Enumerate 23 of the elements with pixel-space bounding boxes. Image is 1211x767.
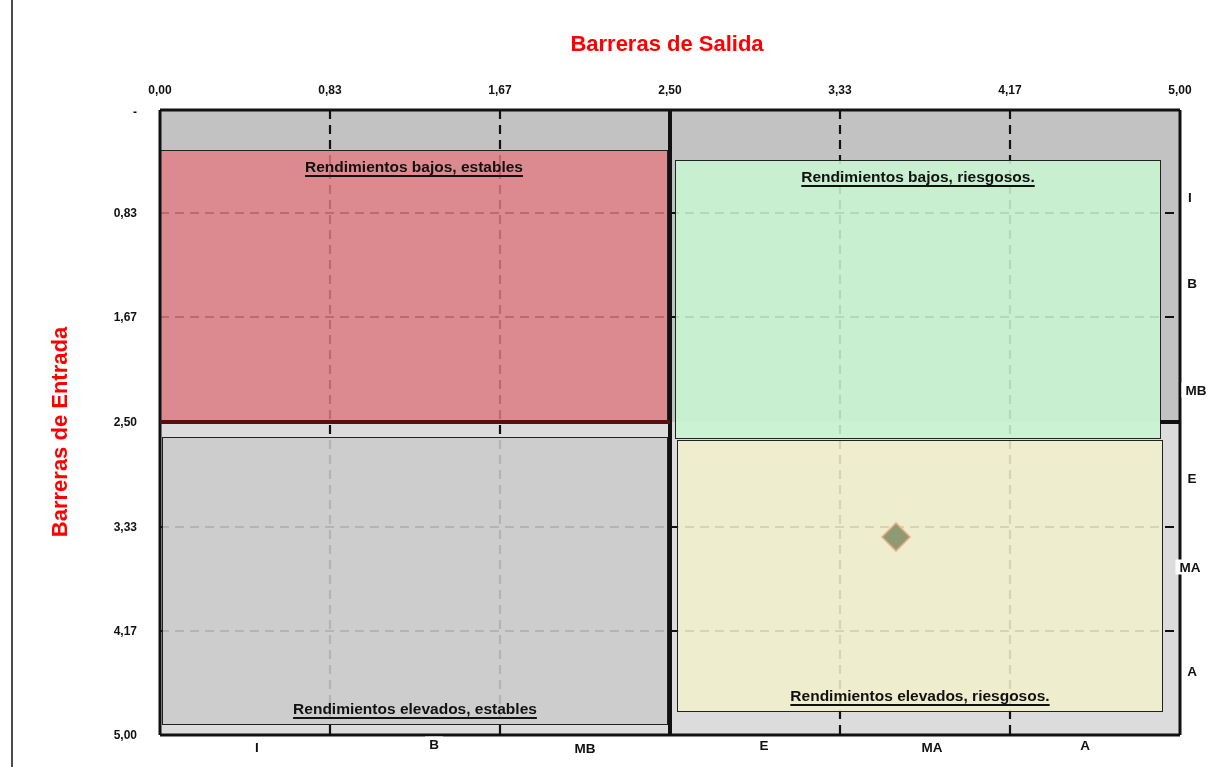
tick-label: 4,17 bbox=[998, 83, 1022, 97]
quadrant-box bbox=[675, 160, 1161, 439]
quadrant-title: Rendimientos bajos, estables bbox=[305, 158, 523, 176]
tick-label: - bbox=[133, 105, 137, 119]
tick-label: 5,00 bbox=[1168, 83, 1192, 97]
tick-label: 0,00 bbox=[148, 83, 172, 97]
tick-label: 1,67 bbox=[113, 310, 137, 324]
tick-label: 2,50 bbox=[113, 415, 137, 429]
quadrant-box bbox=[162, 437, 668, 725]
tick-label: 3,33 bbox=[828, 83, 852, 97]
tick-label: 5,00 bbox=[113, 728, 137, 742]
quadrant-title: Rendimientos elevados, riesgosos. bbox=[790, 687, 1050, 705]
quadrant-title: Rendimientos elevados, estables bbox=[293, 700, 537, 718]
tick-label: 3,33 bbox=[113, 520, 137, 534]
axis-title: Barreras de Entrada bbox=[47, 326, 73, 538]
quadrant-title: Rendimientos bajos, riesgosos. bbox=[801, 168, 1035, 186]
quadrant-box bbox=[677, 440, 1163, 712]
tick-label: 2,50 bbox=[658, 83, 682, 97]
axis-title: Barreras de Salida bbox=[570, 31, 764, 57]
tick-label: 1,67 bbox=[488, 83, 512, 97]
tick-label: 0,83 bbox=[113, 206, 137, 220]
tick-label: 0,83 bbox=[318, 83, 342, 97]
tick-label: 4,17 bbox=[113, 624, 137, 638]
